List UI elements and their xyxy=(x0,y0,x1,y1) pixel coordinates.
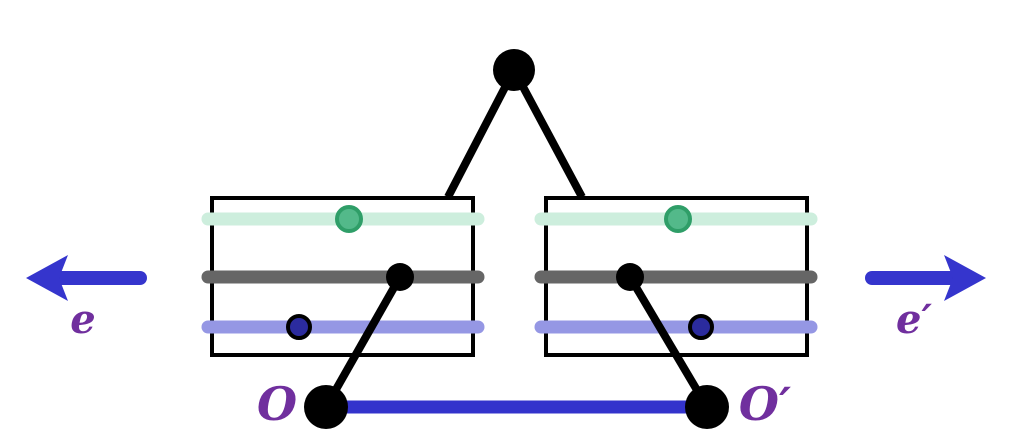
left-arrow-icon xyxy=(26,255,147,301)
right-leg-line xyxy=(626,274,711,410)
left-green-dot xyxy=(335,205,363,233)
left-black-dot xyxy=(386,263,414,291)
origin-left-dot xyxy=(304,385,348,429)
label-e-prime: e′ xyxy=(896,296,932,343)
right-black-dot xyxy=(616,263,644,291)
right-green-dot xyxy=(664,205,692,233)
right-arrow-head xyxy=(944,255,986,301)
right-navy-dot xyxy=(688,314,714,340)
right-arrow-icon xyxy=(865,255,986,301)
origin-right-dot xyxy=(685,385,729,429)
right-cone-edge-line xyxy=(510,68,586,199)
left-arrow-head xyxy=(26,255,68,301)
left-navy-dot xyxy=(286,314,312,340)
label-e: e xyxy=(70,296,95,343)
top-vertex-dot xyxy=(493,49,535,91)
label-o-prime: O′ xyxy=(739,377,791,431)
label-o: O xyxy=(257,377,297,431)
left-cone-edge-line xyxy=(444,68,518,199)
left-leg-line xyxy=(322,275,404,409)
